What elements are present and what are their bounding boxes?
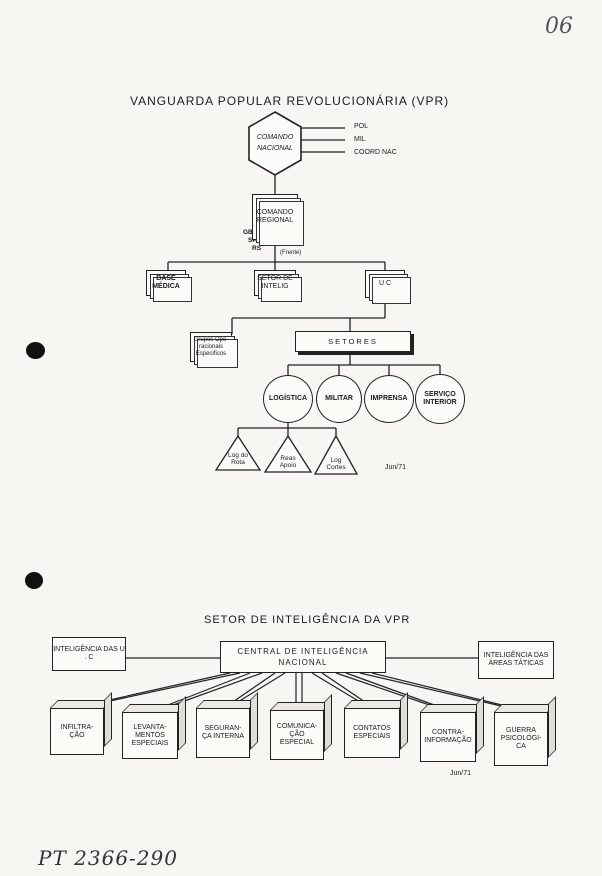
cube-side bbox=[104, 692, 112, 747]
setor-intelig-label: SETOR DE INTELIG bbox=[257, 275, 293, 290]
inteligencia-areas-taticas-label: INTELIGÊNCIA DAS ÁREAS TÁTICAS bbox=[483, 652, 549, 667]
grupos-operacionais-label: Grupos Ope- racionais Especificos bbox=[193, 336, 229, 357]
inteligencia-uc-label: INTELIGÊNCIA DAS U . C bbox=[53, 646, 125, 661]
central-inteligencia-box: CENTRAL DE INTELIGÊNCIA NACIONAL bbox=[220, 641, 386, 673]
base-medica-box: BASE MÉDICA bbox=[146, 270, 192, 302]
unit-contatos-especiais-label: CONTATOS ESPECIAIS bbox=[344, 708, 400, 758]
inteligencia-areas-taticas-box: INTELIGÊNCIA DAS ÁREAS TÁTICAS bbox=[478, 641, 554, 679]
comando-regional-label: COMANDO REGIONAL bbox=[256, 209, 294, 224]
grupos-operacionais-box: Grupos Ope- racionais Especificos bbox=[190, 332, 238, 368]
archive-stamp: PT 2366-290 bbox=[38, 846, 178, 870]
cube-side bbox=[548, 696, 556, 758]
chart2-date: Jun/71 bbox=[450, 770, 472, 777]
unit-seguranca-interna-label: SEGURAN- ÇA INTERNA bbox=[196, 708, 250, 758]
circle-militar: MILITAR bbox=[316, 375, 362, 423]
unit-guerra-psicologica-label: GUERRA PSICOLÓGI- CA bbox=[494, 712, 548, 766]
cube-top bbox=[50, 700, 112, 708]
triangle-reas-apoio-label: Reas Apoio bbox=[279, 455, 297, 469]
cube-top bbox=[122, 704, 186, 712]
branch-pol: POL bbox=[354, 123, 369, 130]
circle-imprensa-label: IMPRENSA bbox=[370, 395, 408, 402]
triangle-log-cortes-label: Log Cortes bbox=[326, 457, 346, 471]
regional-tag-gb: GB bbox=[243, 229, 253, 236]
regional-tag-sp: SP bbox=[248, 237, 257, 244]
unit-contatos-especiais: CONTATOS ESPECIAIS bbox=[344, 692, 408, 758]
circle-servico-interior-label: SERVIÇO INTERIOR bbox=[423, 391, 457, 406]
unit-contra-informacao: CONTRA- INFORMAÇÃO bbox=[420, 696, 484, 762]
unit-infiltracao-label: INFILTRA- ÇÃO bbox=[50, 708, 104, 755]
unit-seguranca-interna: SEGURAN- ÇA INTERNA bbox=[196, 692, 258, 758]
base-medica-label: BASE MÉDICA bbox=[152, 275, 180, 290]
cube-top bbox=[270, 702, 332, 710]
cube-top bbox=[344, 700, 408, 708]
central-inteligencia-label: CENTRAL DE INTELIGÊNCIA NACIONAL bbox=[237, 647, 369, 667]
circle-militar-label: MILITAR bbox=[325, 395, 353, 402]
circle-servico-interior: SERVIÇO INTERIOR bbox=[415, 374, 465, 424]
cube-top bbox=[420, 704, 484, 712]
circle-logistica: LOGÍSTICA bbox=[263, 375, 313, 423]
inteligencia-uc-box: INTELIGÊNCIA DAS U . C bbox=[52, 637, 126, 671]
uc-label: U C bbox=[378, 280, 392, 287]
frente-label: (Frente) bbox=[280, 250, 302, 256]
triangle-log-rota-label: Log do Rota bbox=[228, 452, 248, 466]
circle-logistica-label: LOGÍSTICA bbox=[268, 395, 308, 402]
setores-label: SETORES bbox=[328, 336, 378, 346]
regional-tag-rs: RS bbox=[252, 245, 262, 252]
cube-side bbox=[476, 696, 484, 754]
comando-regional-box: COMANDO REGIONAL bbox=[252, 194, 304, 246]
unit-contra-informacao-label: CONTRA- INFORMAÇÃO bbox=[420, 712, 476, 762]
unit-comunicacao-especial: COMUNICA- ÇÃO ESPECIAL bbox=[270, 694, 332, 760]
circle-imprensa: IMPRENSA bbox=[364, 375, 414, 423]
comando-nacional-label: COMANDO NACIONAL bbox=[256, 134, 294, 152]
chart1-date: Jun/71 bbox=[385, 464, 407, 471]
punch-hole-bottom bbox=[25, 572, 43, 589]
punch-hole-top bbox=[26, 342, 45, 359]
branch-coord-nac: COORD NAC bbox=[354, 149, 397, 156]
setores-box: SETORES bbox=[295, 331, 411, 352]
cube-side bbox=[178, 696, 186, 751]
unit-levantamentos-especiais: LEVANTA- MENTOS ESPECIAIS bbox=[122, 696, 186, 759]
branch-mil: MIL bbox=[354, 136, 366, 143]
unit-infiltracao: INFILTRA- ÇÃO bbox=[50, 692, 112, 755]
chart1-title: VANGUARDA POPULAR REVOLUCIONÁRIA (VPR) bbox=[130, 94, 450, 108]
chart2-title: SETOR DE INTELIGÊNCIA DA VPR bbox=[204, 614, 411, 626]
unit-guerra-psicologica: GUERRA PSICOLÓGI- CA bbox=[494, 696, 556, 766]
cube-side bbox=[324, 694, 332, 752]
unit-levantamentos-especiais-label: LEVANTA- MENTOS ESPECIAIS bbox=[122, 712, 178, 759]
cube-side bbox=[400, 692, 408, 750]
cube-side bbox=[250, 692, 258, 750]
uc-box: U C bbox=[365, 270, 411, 304]
cube-top bbox=[494, 704, 556, 712]
page-number: 06 bbox=[545, 14, 573, 39]
cube-top bbox=[196, 700, 258, 708]
unit-comunicacao-especial-label: COMUNICA- ÇÃO ESPECIAL bbox=[270, 710, 324, 760]
setor-intelig-box: SETOR DE INTELIG bbox=[254, 270, 302, 302]
